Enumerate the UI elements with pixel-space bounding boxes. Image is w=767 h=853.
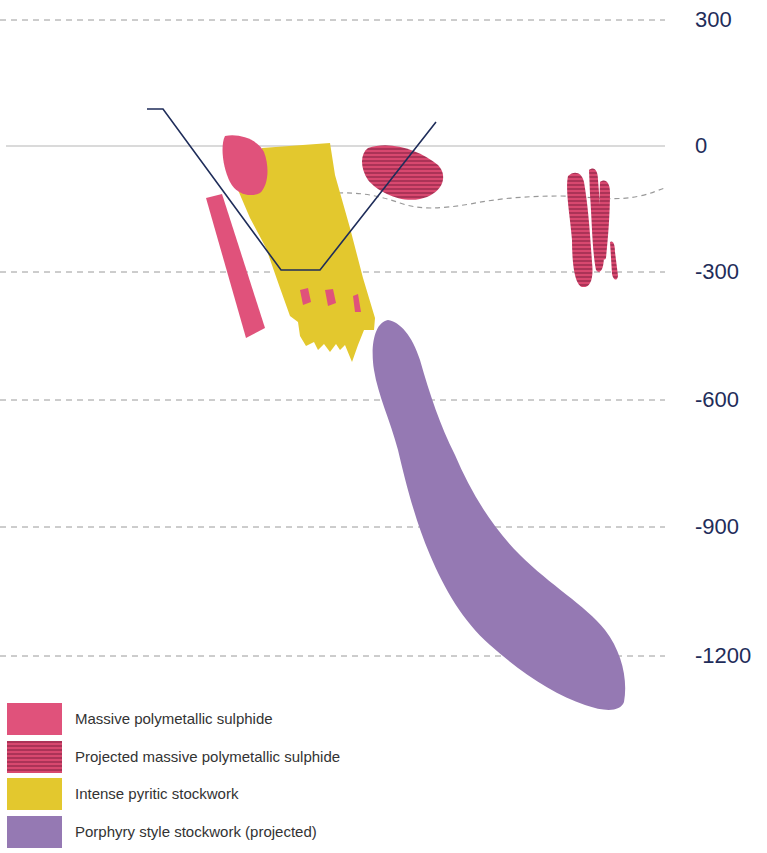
depth-label: 300 <box>695 7 732 33</box>
depth-label: -600 <box>695 387 739 413</box>
porphyry-stockwork <box>373 320 626 710</box>
depth-label: 0 <box>695 133 707 159</box>
legend-text: Massive polymetallic sulphide <box>75 703 273 735</box>
depth-label: -1200 <box>695 643 751 669</box>
open-pit-outline <box>147 109 436 270</box>
legend-swatch <box>7 778 62 810</box>
legend-text: Porphyry style stockwork (projected) <box>75 816 317 848</box>
legend-swatch <box>7 816 62 848</box>
legend-text: Projected massive polymetallic sulphide <box>75 741 340 773</box>
sulphide-lenses <box>206 135 361 338</box>
legend-text: Intense pyritic stockwork <box>75 778 238 810</box>
depth-label: -300 <box>695 259 739 285</box>
legend-swatch <box>7 703 62 735</box>
level-lines <box>0 20 665 656</box>
depth-label: -900 <box>695 514 739 540</box>
legend-swatch <box>7 741 62 773</box>
